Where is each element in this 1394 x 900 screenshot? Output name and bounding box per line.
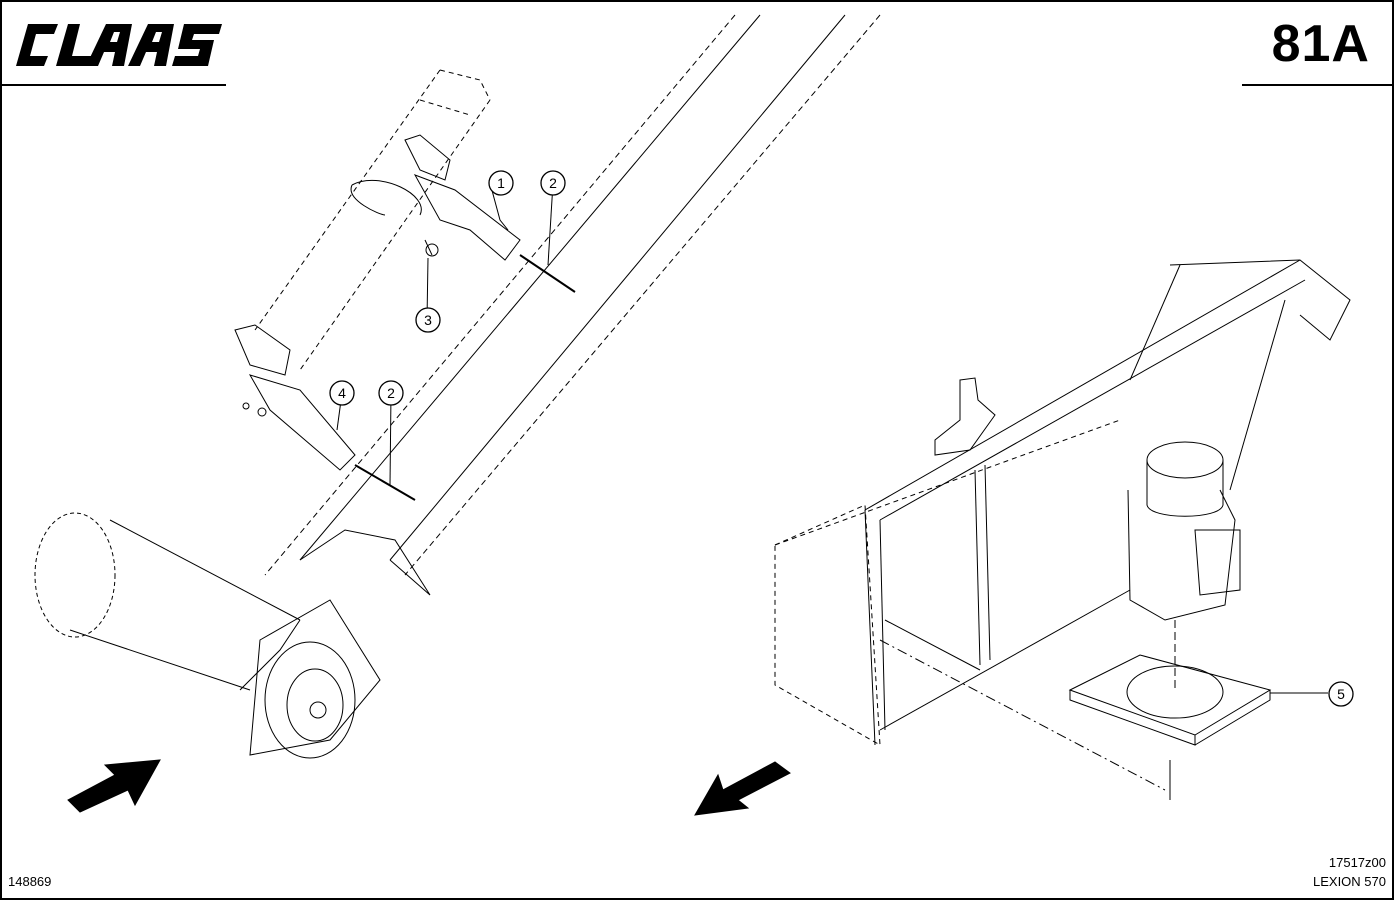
header-rule-left	[0, 84, 226, 86]
callout-4: 4	[329, 380, 355, 406]
mounting-pad	[879, 620, 1272, 800]
svg-text:2: 2	[387, 385, 395, 401]
direction-arrow-icon	[694, 761, 791, 816]
bracket-upper	[350, 134, 521, 261]
svg-text:5: 5	[1337, 686, 1345, 702]
drawing-code: 148869	[8, 874, 52, 889]
svg-text:4: 4	[338, 385, 346, 401]
callout-1: 1	[488, 170, 514, 196]
rod-upper	[519, 254, 576, 293]
model-name: LEXION 570	[1313, 874, 1386, 889]
claas-logo	[16, 24, 222, 66]
callout-3: 3	[415, 307, 441, 333]
direction-arrow-icon	[67, 759, 161, 813]
unloading-tube	[34, 14, 881, 759]
page-code: 81A	[1271, 15, 1370, 73]
rod-lower	[354, 464, 416, 501]
bracket-lower	[234, 324, 356, 471]
svg-text:2: 2	[549, 175, 557, 191]
callout-2-lower: 2	[378, 380, 404, 406]
callout-5: 5	[1328, 681, 1354, 707]
callout-2-upper: 2	[540, 170, 566, 196]
header-rule-right	[1242, 84, 1394, 86]
cabinet-assembly	[774, 259, 1351, 746]
svg-text:1: 1	[497, 175, 505, 191]
image-reference: 17517z00	[1328, 855, 1386, 870]
svg-text:3: 3	[424, 312, 432, 328]
